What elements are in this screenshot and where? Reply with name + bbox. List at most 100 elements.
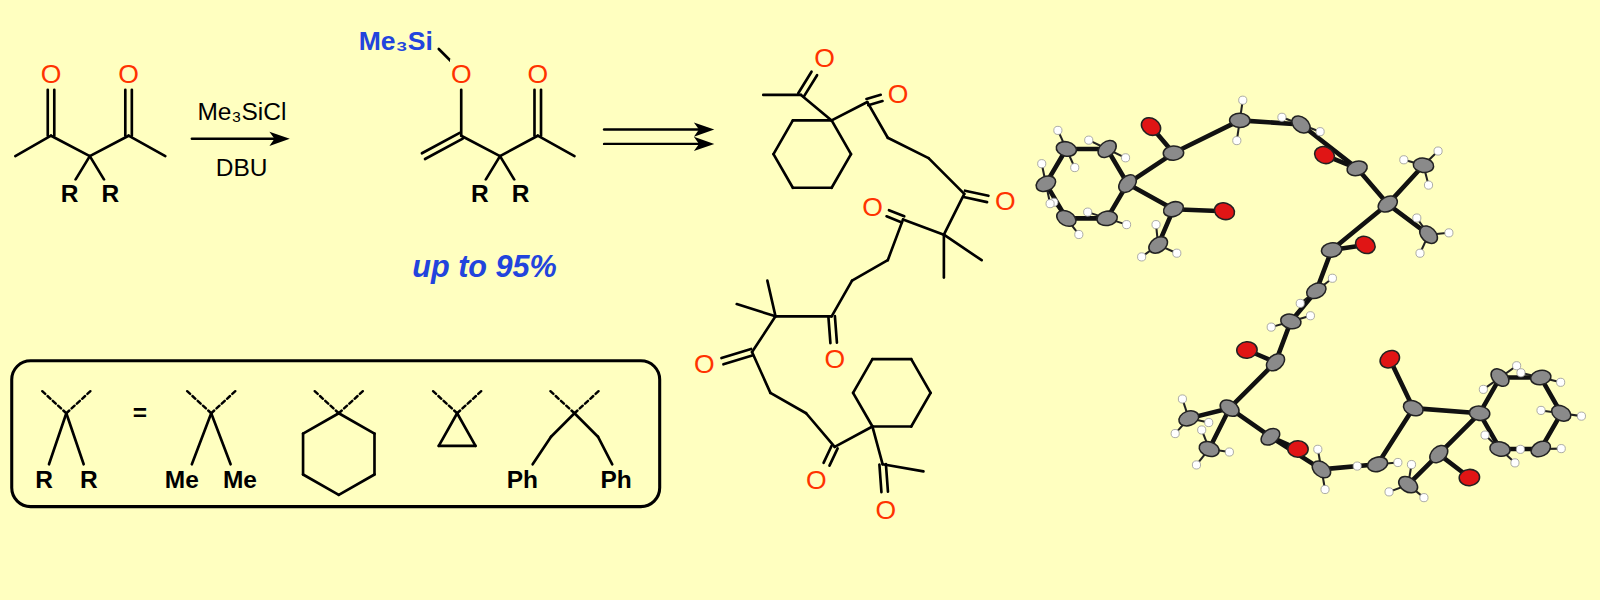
bond	[303, 474, 339, 494]
bond	[752, 352, 770, 393]
hydrogen-atom	[1038, 160, 1046, 168]
bond	[832, 120, 851, 154]
hydrogen-atom	[1516, 445, 1524, 453]
hydrogen-atom	[1394, 458, 1402, 466]
bond	[773, 154, 792, 188]
bond	[598, 437, 612, 465]
carbon-atom	[1401, 398, 1425, 419]
double-bond	[131, 90, 134, 136]
double-bond	[723, 355, 753, 364]
oxygen-atom	[1288, 441, 1309, 458]
oxygen-label: O	[527, 59, 550, 88]
reaction-arrow	[604, 143, 704, 145]
bond	[339, 413, 375, 433]
reagent-label: DBU	[215, 154, 269, 181]
dashed-bond	[42, 391, 66, 413]
carbon-atom	[1217, 397, 1242, 420]
bond	[51, 136, 90, 156]
hydrogen-atom	[1434, 147, 1442, 155]
substituent-text: Ph	[506, 466, 539, 493]
oxygen-atom	[1212, 200, 1236, 222]
carbon-atom	[1146, 233, 1171, 256]
double-bond	[868, 101, 882, 105]
hydrogen-atom	[1445, 229, 1453, 237]
bond	[832, 154, 851, 188]
double-bond	[889, 210, 904, 216]
carbon-atom	[1258, 425, 1283, 449]
reaction-arrow	[604, 128, 704, 130]
bond	[883, 464, 924, 471]
oxygen-label: O	[994, 186, 1017, 215]
bond	[773, 120, 792, 154]
oxygen-label: O	[450, 59, 473, 88]
hydrogen-atom	[1171, 429, 1179, 437]
dashed-bond	[550, 391, 574, 413]
oxygen-atom	[1459, 469, 1481, 487]
double-bond	[965, 191, 988, 196]
bond	[911, 393, 930, 427]
double-bond	[804, 75, 817, 96]
carbon-atom	[1034, 173, 1058, 194]
bond	[867, 102, 887, 138]
structures	[15, 49, 988, 492]
carbon-atom	[1529, 438, 1554, 460]
bond	[806, 413, 835, 447]
hydrogen-atom	[1321, 485, 1329, 493]
oxygen-atom	[1352, 233, 1378, 257]
hydrogen-atom	[1537, 406, 1545, 414]
bond	[770, 393, 806, 413]
bond	[776, 315, 832, 318]
bond	[486, 156, 500, 179]
hydrogen-atom	[1413, 214, 1421, 222]
reaction-arrow	[192, 138, 280, 140]
dashed-bond	[457, 391, 481, 413]
bond	[302, 434, 305, 475]
hydrogen-atom	[1075, 230, 1083, 238]
hydrogen-atom	[1173, 249, 1181, 257]
double-bond	[798, 72, 811, 93]
bond	[872, 358, 911, 361]
bond	[944, 194, 964, 235]
bond	[888, 138, 929, 158]
double-bond	[879, 465, 881, 493]
bond	[461, 136, 500, 156]
carbon-atom	[1375, 193, 1400, 216]
double-bond	[887, 216, 902, 222]
bond	[872, 425, 911, 428]
substituent-box: RR=MeMePhPh	[10, 359, 661, 508]
oxygen-atom	[1312, 144, 1337, 167]
bond	[533, 437, 551, 465]
reagent-label: Me₃SiCl	[196, 99, 287, 126]
bond	[460, 90, 463, 136]
bond	[943, 235, 946, 278]
carbon-atom	[1229, 113, 1250, 128]
double-bond	[46, 90, 49, 136]
substituent-text: R	[34, 466, 54, 493]
hydrogen-atom	[1122, 221, 1130, 229]
carbon-atom	[1416, 222, 1441, 246]
double-bond	[829, 448, 837, 465]
hydrogen-atom	[1400, 156, 1408, 164]
bond	[835, 427, 873, 447]
hydrogen-atom	[1296, 299, 1304, 307]
carbon-atom	[1115, 171, 1140, 196]
oxygen-label: O	[805, 465, 828, 494]
bond	[911, 359, 930, 393]
hydrogen-atom	[1328, 274, 1336, 282]
oxygen-atom	[1377, 347, 1403, 372]
carbon-atom	[1549, 402, 1574, 424]
substituent-drawings	[42, 391, 612, 495]
double-bond	[866, 95, 880, 99]
bond	[944, 235, 982, 261]
oxygen-label: O	[693, 349, 716, 378]
hydrogen-atom	[1316, 128, 1324, 136]
hydrogen-atom	[1407, 460, 1415, 468]
hydrogen-atom	[1239, 96, 1247, 104]
bond	[211, 413, 230, 464]
bond	[90, 156, 104, 179]
bond	[929, 158, 965, 194]
double-bond	[828, 317, 830, 344]
hydrogen-atom	[1152, 221, 1160, 229]
bond	[66, 413, 83, 464]
